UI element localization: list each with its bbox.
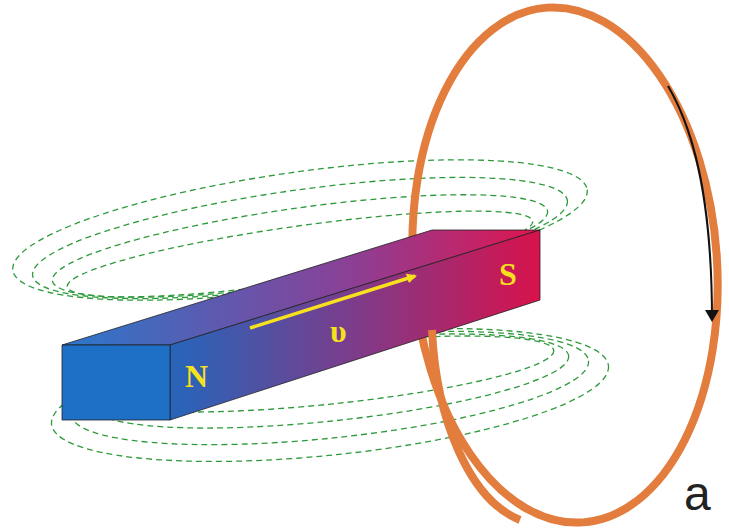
pole-label: N <box>185 360 208 392</box>
panel-label: a <box>684 470 711 518</box>
field-lines <box>5 132 615 484</box>
bar-magnet <box>62 230 540 420</box>
current-arrow <box>668 86 712 320</box>
magnet-body: Nυ S <box>62 230 540 420</box>
pole-label: S <box>499 258 517 290</box>
conducting-ring <box>432 330 520 520</box>
velocity-symbol: υ <box>330 315 347 347</box>
